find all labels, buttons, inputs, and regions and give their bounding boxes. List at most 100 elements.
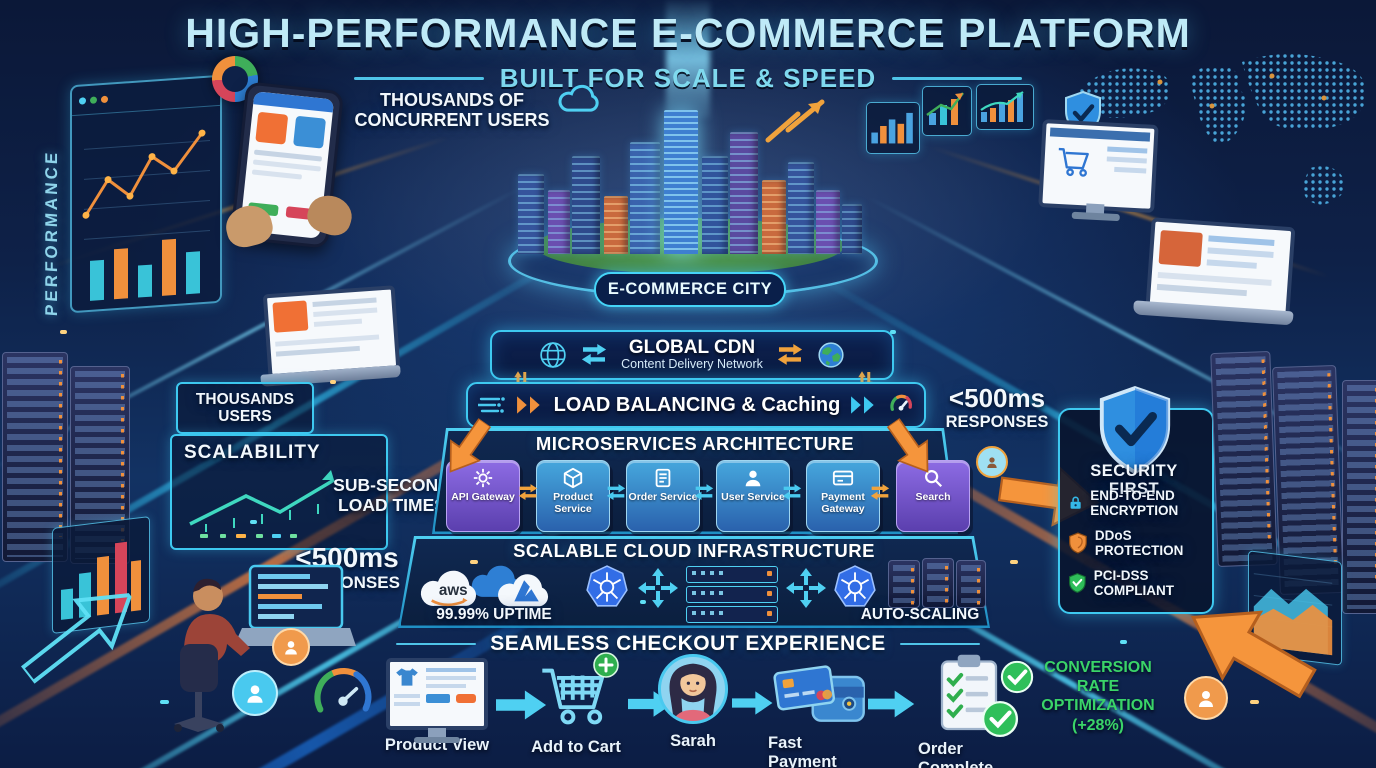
- server-stack: [686, 566, 778, 626]
- security-item-pcidss: PCI-DSS COMPLIANT: [1068, 568, 1202, 598]
- concurrent-users-label: THOUSANDS OF CONCURRENT USERS: [354, 90, 550, 131]
- checkout-header: SEAMLESS CHECKOUT EXPERIENCE: [388, 632, 988, 656]
- service-link-arrows: [694, 484, 714, 500]
- building: [548, 190, 570, 254]
- gauge-icon: [890, 394, 913, 411]
- page-title: HIGH-PERFORMANCE E-COMMERCE PLATFORM: [185, 10, 1191, 56]
- service-order: Order Service: [626, 460, 700, 532]
- building: [572, 156, 600, 254]
- mini-trend-chart-panel: [922, 86, 972, 136]
- person-figure: [345, 236, 361, 280]
- subtitle-rule-right: [892, 77, 1023, 80]
- service-link-arrows: [606, 484, 626, 500]
- performance-dashboard-panel: [70, 74, 222, 314]
- laptop-right-product-tile: [1158, 230, 1203, 267]
- security-item-ddos: DDoS PROTECTION: [1068, 528, 1202, 558]
- particle: [60, 330, 67, 334]
- scalability-panel: SCALABILITY: [170, 434, 388, 550]
- cloud-icon: [558, 84, 599, 112]
- checkout-title: SEAMLESS CHECKOUT EXPERIENCE: [490, 632, 886, 655]
- buy-button: [426, 694, 450, 703]
- flow-arrow-cyan: [496, 690, 547, 720]
- server-rack: [2, 352, 68, 562]
- credit-card-icon: [832, 470, 854, 486]
- person-figure: [948, 228, 964, 272]
- autoscaling-rack: [922, 558, 954, 608]
- microservices-title: MICROSERVICES ARCHITECTURE: [535, 433, 855, 454]
- credit-card-wallet-icon: [773, 665, 865, 722]
- chevrons-orange-icon: [516, 396, 540, 414]
- checkout-step-product-view: Product View: [382, 658, 492, 755]
- particle: [1120, 640, 1127, 644]
- laptop-left-banner: [272, 300, 309, 333]
- person-figure: [425, 244, 443, 292]
- service-name: User Service: [721, 491, 785, 503]
- cube-icon: [563, 467, 583, 489]
- person-figure: [1335, 313, 1353, 364]
- window-dot: [90, 96, 97, 104]
- global-cdn-bar: GLOBAL CDN Content Delivery Network: [490, 330, 894, 380]
- security-item-label: PCI-DSS COMPLIANT: [1093, 568, 1174, 599]
- server-unit: [686, 586, 778, 603]
- clipboard-check-icon: [940, 654, 998, 731]
- user-avatar-orange: [272, 628, 310, 666]
- user-icon: [987, 457, 997, 468]
- shield-check-icon: [1099, 385, 1171, 475]
- growth-arrow-city: [765, 99, 825, 143]
- cloud-title: SCALABLE CLOUD INFRASTRUCTURE: [513, 540, 875, 561]
- scalability-label: SCALABILITY: [184, 442, 321, 463]
- user-icon: [285, 641, 297, 655]
- document-icon: [655, 468, 671, 488]
- step-label: Order Complete: [918, 740, 994, 768]
- cdn-flow-arrows-right-icon: [777, 344, 802, 365]
- header: HIGH-PERFORMANCE E-COMMERCE PLATFORM BUI…: [0, 10, 1376, 94]
- person-figure: [1005, 280, 1023, 328]
- scalability-chart: [189, 470, 335, 538]
- service-name: Payment Gateway: [821, 491, 865, 515]
- service-payment: Payment Gateway: [806, 460, 880, 532]
- user-icon: [247, 685, 263, 703]
- step-label: Add to Cart: [531, 738, 621, 756]
- service-product: Product Service: [536, 460, 610, 532]
- service-search: Search: [896, 460, 970, 532]
- checkout-step-order-complete: Order Complete: [918, 652, 1028, 768]
- kubernetes-icon: [586, 565, 628, 607]
- shield-orange-icon: [1069, 532, 1087, 554]
- checkout-step-sarah: Sarah: [656, 652, 730, 751]
- donut-chart-hole: [222, 66, 248, 92]
- svg-text:aws: aws: [439, 582, 468, 599]
- sub-second-label: SUB-SECOND LOAD TIMES: [333, 475, 451, 515]
- checkout-rule-left: [396, 642, 477, 646]
- autoscaling-rack: [888, 560, 920, 608]
- flow-arrow-cyan: [732, 691, 773, 715]
- person-figure: [388, 204, 404, 248]
- order-button: [456, 694, 476, 703]
- service-api-gateway: API Gateway: [446, 460, 520, 532]
- globe-wireframe-icon: [540, 342, 566, 368]
- building: [702, 156, 728, 254]
- particle: [1010, 560, 1018, 564]
- uptime-label: 99.99% UPTIME: [436, 606, 552, 623]
- building: [788, 162, 814, 254]
- person-figure: [195, 295, 213, 346]
- laptop-right: [1132, 217, 1300, 332]
- performance-line-bar-chart: [82, 129, 210, 301]
- earth-icon: [818, 342, 844, 368]
- scaling-cross-arrows: [786, 568, 826, 608]
- gear-icon: [473, 468, 493, 488]
- person-figure: [106, 266, 122, 310]
- checkout-step-fast-payment: Fast Payment: [768, 660, 872, 768]
- search-icon: [925, 470, 943, 488]
- service-user: User Service: [716, 460, 790, 532]
- service-name: Product Service: [553, 491, 593, 515]
- person-figure: [66, 240, 82, 284]
- person-figure: [472, 188, 488, 232]
- right-responses-value: <500ms: [948, 383, 1046, 413]
- person-figure: [903, 200, 917, 240]
- checkout-gauge-icon: [314, 667, 372, 713]
- phone-app-header: [253, 91, 335, 113]
- thousands-users-label: THOUSANDS USERS: [195, 390, 295, 425]
- service-name: Search: [915, 491, 951, 503]
- ecommerce-city: [508, 84, 878, 298]
- load-balancing-bar: LOAD BALANCING & Caching: [466, 382, 926, 428]
